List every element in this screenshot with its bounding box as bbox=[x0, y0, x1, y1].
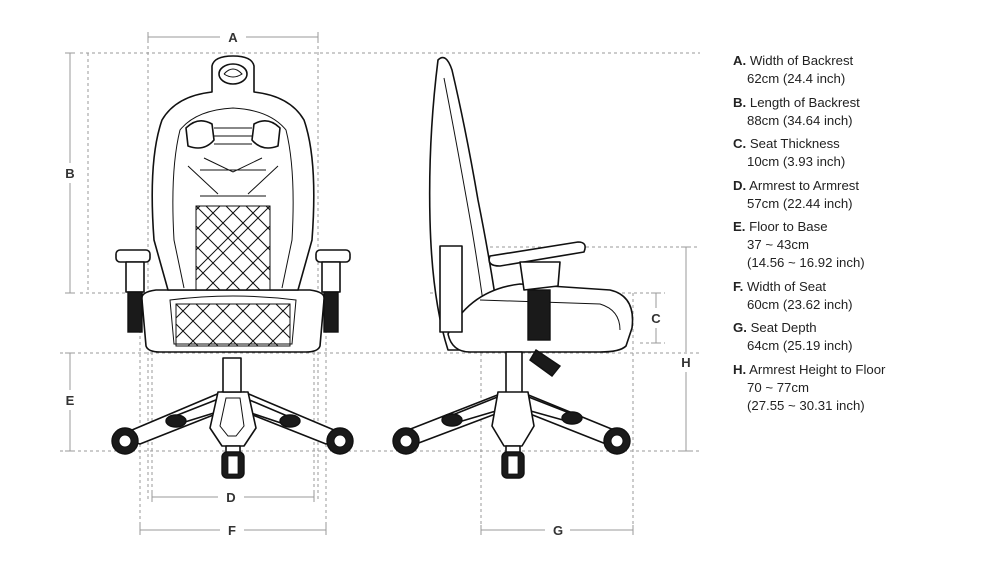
spec-title: Seat Thickness bbox=[749, 136, 840, 151]
spec-value: 10cm (3.93 inch) bbox=[747, 154, 846, 169]
front-chair-base bbox=[111, 357, 354, 479]
spec-item: A. Width of Backrest 62cm (24.4 inch) bbox=[733, 52, 1003, 88]
spec-heading: C. Seat Thickness bbox=[733, 136, 840, 151]
spec-value: 62cm (24.4 inch) bbox=[747, 71, 846, 86]
spec-letter: C. bbox=[733, 136, 747, 151]
spec-title: Width of Seat bbox=[746, 278, 827, 294]
dim-label-g: G bbox=[553, 523, 563, 538]
spec-item: C. Seat Thickness 10cm (3.93 inch) bbox=[733, 135, 1003, 171]
dim-label-b: B bbox=[65, 166, 74, 181]
spec-value: 64cm (25.19 inch) bbox=[747, 338, 853, 353]
dim-label-h: H bbox=[681, 355, 690, 370]
spec-heading: B. Length of Backrest bbox=[733, 95, 860, 110]
side-chair-armrest bbox=[439, 241, 586, 341]
dimension-lines bbox=[65, 32, 691, 535]
front-view-chair bbox=[111, 55, 354, 479]
spec-heading: D. Armrest to Armrest bbox=[733, 178, 859, 193]
spec-letter: H. bbox=[733, 361, 747, 377]
spec-title: Floor to Base bbox=[749, 219, 828, 234]
front-chair-quilted-panel bbox=[187, 157, 279, 291]
spec-letter: F. bbox=[733, 278, 744, 294]
spec-heading: G. Seat Depth bbox=[733, 320, 817, 335]
spec-item: G. Seat Depth 64cm (25.19 inch) bbox=[733, 319, 1003, 355]
spec-value: 70 ~ 77cm bbox=[747, 379, 809, 395]
front-chair-backrest bbox=[151, 55, 315, 291]
spec-heading: A. Width of Backrest bbox=[733, 53, 853, 68]
spec-heading: E. Floor to Base bbox=[733, 219, 828, 234]
spec-heading: H. Armrest Height to Floor bbox=[733, 362, 885, 377]
spec-title: Seat Depth bbox=[750, 320, 817, 335]
spec-value: (14.56 ~ 16.92 inch) bbox=[747, 255, 865, 270]
spec-value: (27.55 ~ 30.31 inch) bbox=[747, 397, 865, 413]
spec-letter: D. bbox=[733, 177, 747, 193]
spec-item: E. Floor to Base 37 ~ 43cm (14.56 ~ 16.92 … bbox=[733, 218, 1003, 272]
spec-value: 37 ~ 43cm bbox=[747, 237, 809, 252]
spec-title: Length of Backrest bbox=[749, 94, 860, 110]
side-view-chair bbox=[392, 56, 634, 479]
spec-letter: G. bbox=[733, 320, 747, 335]
side-chair-base bbox=[392, 391, 631, 479]
spec-title: Width of Backrest bbox=[749, 53, 854, 68]
dim-label-c: C bbox=[651, 311, 661, 326]
front-seat-quilting bbox=[175, 303, 291, 347]
spec-heading: F. Width of Seat bbox=[733, 279, 826, 294]
spec-item: H. Armrest Height to Floor 70 ~ 77cm (27.5… bbox=[733, 361, 1003, 415]
dim-label-f: F bbox=[228, 523, 236, 538]
spec-value: 60cm (23.62 inch) bbox=[747, 296, 853, 312]
spec-value: 88cm (34.64 inch) bbox=[747, 112, 853, 128]
dim-label-a: A bbox=[228, 30, 238, 45]
dimension-letters: A B C D E F G H bbox=[65, 30, 690, 538]
spec-letter: E. bbox=[733, 219, 746, 234]
front-chair-armrests bbox=[115, 249, 351, 333]
dim-label-d: D bbox=[226, 490, 235, 505]
dim-label-e: E bbox=[66, 393, 75, 408]
spec-title: Armrest Height to Floor bbox=[749, 361, 886, 377]
spec-item: B. Length of Backrest 88cm (34.64 inch) bbox=[733, 94, 1003, 130]
spec-item: D. Armrest to Armrest 57cm (22.44 inch) bbox=[733, 177, 1003, 213]
front-chair-logo bbox=[218, 63, 248, 85]
spec-value: 57cm (22.44 inch) bbox=[747, 195, 853, 211]
spec-letter: A. bbox=[733, 53, 747, 68]
spec-title: Armrest to Armrest bbox=[749, 177, 860, 193]
reference-lines bbox=[60, 40, 700, 535]
spec-item: F. Width of Seat 60cm (23.62 inch) bbox=[733, 278, 1003, 314]
spec-letter: B. bbox=[733, 94, 747, 110]
